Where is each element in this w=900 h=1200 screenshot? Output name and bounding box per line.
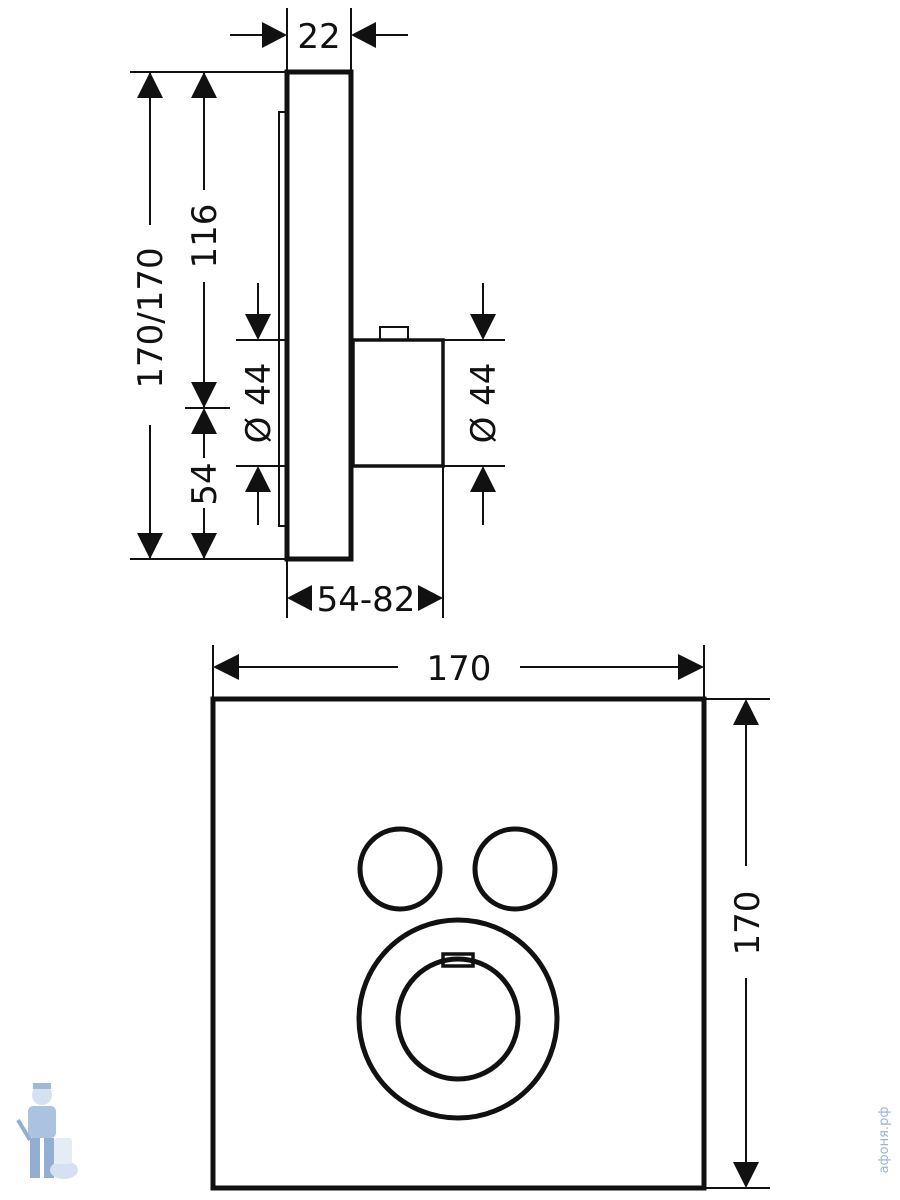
side-knob xyxy=(379,326,409,341)
side-plate xyxy=(284,69,354,562)
dim-upper-height-label: 116 xyxy=(185,204,225,269)
dim-lower-height: 54 xyxy=(185,408,225,559)
thermostat-marker xyxy=(441,952,475,968)
dim-diameter-left-label: Ø 44 xyxy=(239,363,279,444)
button-left xyxy=(357,826,443,912)
side-plate-back xyxy=(278,111,288,527)
dim-install-depth: 54-82 xyxy=(286,466,444,620)
dim-width-label: 170 xyxy=(427,649,492,689)
thermostat-outer-ring xyxy=(356,917,560,1121)
dim-depth-label: 22 xyxy=(297,17,340,57)
dim-diameter-left: Ø 44 xyxy=(236,283,287,525)
dim-install-depth-label: 54-82 xyxy=(317,580,416,620)
dim-total-height-label: 170/170 xyxy=(131,247,171,388)
thermostat-knob xyxy=(395,956,521,1082)
side-body xyxy=(351,338,445,468)
dim-diameter-right-label: Ø 44 xyxy=(464,363,504,444)
dim-height-label: 170 xyxy=(728,891,768,956)
watermark-site-text: афоня.рф xyxy=(877,1107,892,1174)
button-right xyxy=(472,826,558,912)
front-plate xyxy=(210,696,707,1191)
dim-diameter-right: Ø 44 xyxy=(443,283,505,525)
dim-height: 170 xyxy=(704,698,770,1189)
front-view: 170 170 xyxy=(210,645,770,1191)
side-view: 22 170/170 116 54 xyxy=(130,8,505,620)
dim-lower-height-label: 54 xyxy=(185,462,225,505)
dim-total-height: 170/170 xyxy=(131,72,171,559)
dim-depth: 22 xyxy=(230,8,408,72)
dim-width: 170 xyxy=(212,645,705,699)
plumber-mascot-icon xyxy=(16,1083,78,1179)
watermark: афоня.рф xyxy=(16,1083,892,1179)
dim-upper-height: 116 xyxy=(185,72,230,409)
